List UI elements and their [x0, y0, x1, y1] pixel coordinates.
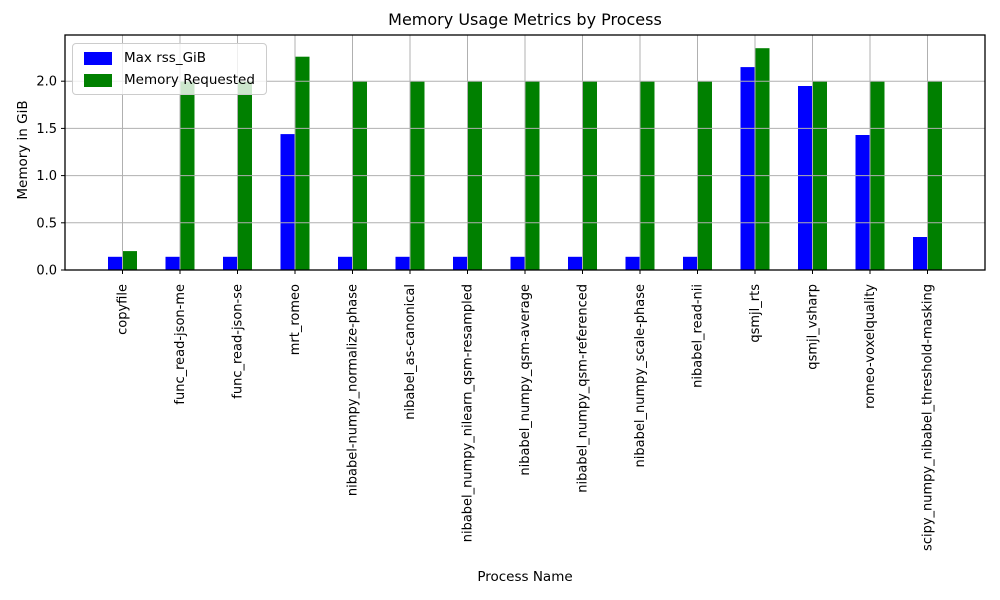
y-tick-label: 1.0	[36, 169, 57, 184]
legend-swatch-memory-requested	[84, 73, 112, 87]
x-tick-label: nibabel_numpy_qsm-referenced	[576, 284, 591, 493]
x-tick-label: qsmjl_vsharp	[806, 284, 821, 370]
legend-swatch-max-rss	[84, 51, 112, 65]
bar	[108, 256, 122, 270]
bar	[338, 256, 352, 270]
bar	[395, 256, 410, 270]
x-tick-label: nibabel_as-canonical	[403, 284, 418, 420]
legend-item-max-rss: Max rss_GiB	[84, 51, 255, 65]
x-tick-label: nibabel-numpy_normalize-phase	[346, 284, 361, 496]
x-axis-label: Process Name	[477, 569, 573, 585]
bar	[683, 256, 697, 270]
legend: Max rss_GiB Memory Requested	[72, 43, 267, 95]
y-tick-label: 2.0	[36, 75, 57, 90]
bar	[755, 48, 770, 271]
x-tick-label: scipy_numpy_nibabel_threshold-masking	[921, 284, 936, 551]
bar	[123, 251, 137, 270]
bar	[913, 237, 927, 270]
y-tick-label: 0.0	[36, 264, 57, 279]
bar	[165, 256, 180, 270]
legend-item-memory-requested: Memory Requested	[84, 73, 255, 87]
legend-label-memory-requested: Memory Requested	[124, 72, 255, 88]
bar	[625, 256, 640, 270]
x-tick-label: romeo-voxelquality	[863, 284, 878, 409]
x-tick-label: nibabel_read-nii	[691, 284, 706, 388]
legend-label-max-rss: Max rss_GiB	[124, 50, 207, 66]
bar	[798, 86, 812, 270]
x-tick-label: copyfile	[116, 284, 131, 335]
bar	[510, 256, 525, 270]
x-tick-label: mrt_romeo	[288, 284, 303, 355]
y-tick-label: 1.5	[36, 122, 57, 137]
x-tick-label: func_read-json-se	[231, 284, 246, 399]
bar	[855, 135, 870, 270]
bar	[223, 256, 237, 270]
x-tick-label: nibabel_numpy_qsm-average	[518, 284, 533, 476]
x-tick-label: func_read-json-me	[173, 284, 188, 405]
chart-title: Memory Usage Metrics by Process	[388, 10, 662, 29]
bar	[740, 67, 755, 270]
x-tick-label: nibabel_numpy_scale-phase	[633, 284, 648, 467]
bar	[295, 56, 310, 271]
x-tick-label: qsmjl_rts	[748, 284, 763, 343]
x-tick-label: nibabel_numpy_nilearn_qsm-resampled	[461, 284, 476, 542]
y-tick-label: 0.5	[36, 216, 57, 231]
bar	[568, 256, 582, 270]
bar	[280, 134, 295, 270]
y-axis-label: Memory in GiB	[15, 100, 31, 200]
bar	[453, 256, 467, 270]
